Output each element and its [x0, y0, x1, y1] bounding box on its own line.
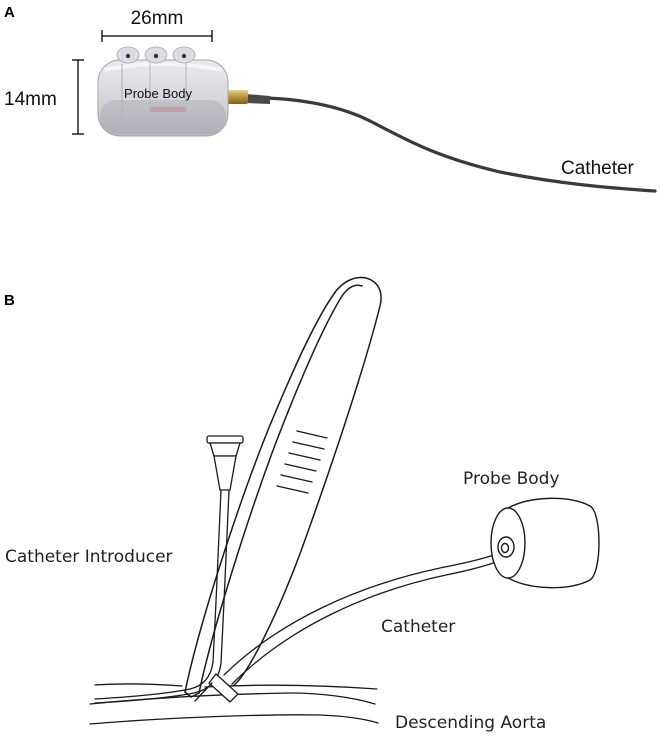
- panel-b: B: [4, 276, 600, 733]
- panel-b-letter: B: [4, 292, 15, 309]
- panel-a: A 26mm 14mm: [4, 4, 657, 193]
- catheter-introducer-label: Catheter Introducer: [5, 547, 173, 567]
- forceps-drawing: [184, 276, 382, 698]
- probe-body-drawing: [490, 497, 600, 589]
- width-dimension-bar: [101, 30, 213, 42]
- height-dimension-label: 14mm: [4, 89, 57, 110]
- height-dimension-bar: [72, 59, 84, 135]
- panel-a-letter: A: [4, 4, 15, 21]
- catheter-introducer-drawing: [94, 435, 244, 704]
- width-dimension-label: 26mm: [131, 8, 184, 29]
- catheter-label-b: Catheter: [381, 617, 455, 637]
- probe-body-label-b: Probe Body: [463, 469, 560, 489]
- catheter-drawing: [194, 552, 503, 703]
- catheter-label: Catheter: [561, 158, 635, 179]
- probe-body-label: Probe Body: [124, 86, 192, 101]
- descending-aorta-label: Descending Aorta: [395, 713, 546, 733]
- probe-device-photo: [97, 46, 657, 193]
